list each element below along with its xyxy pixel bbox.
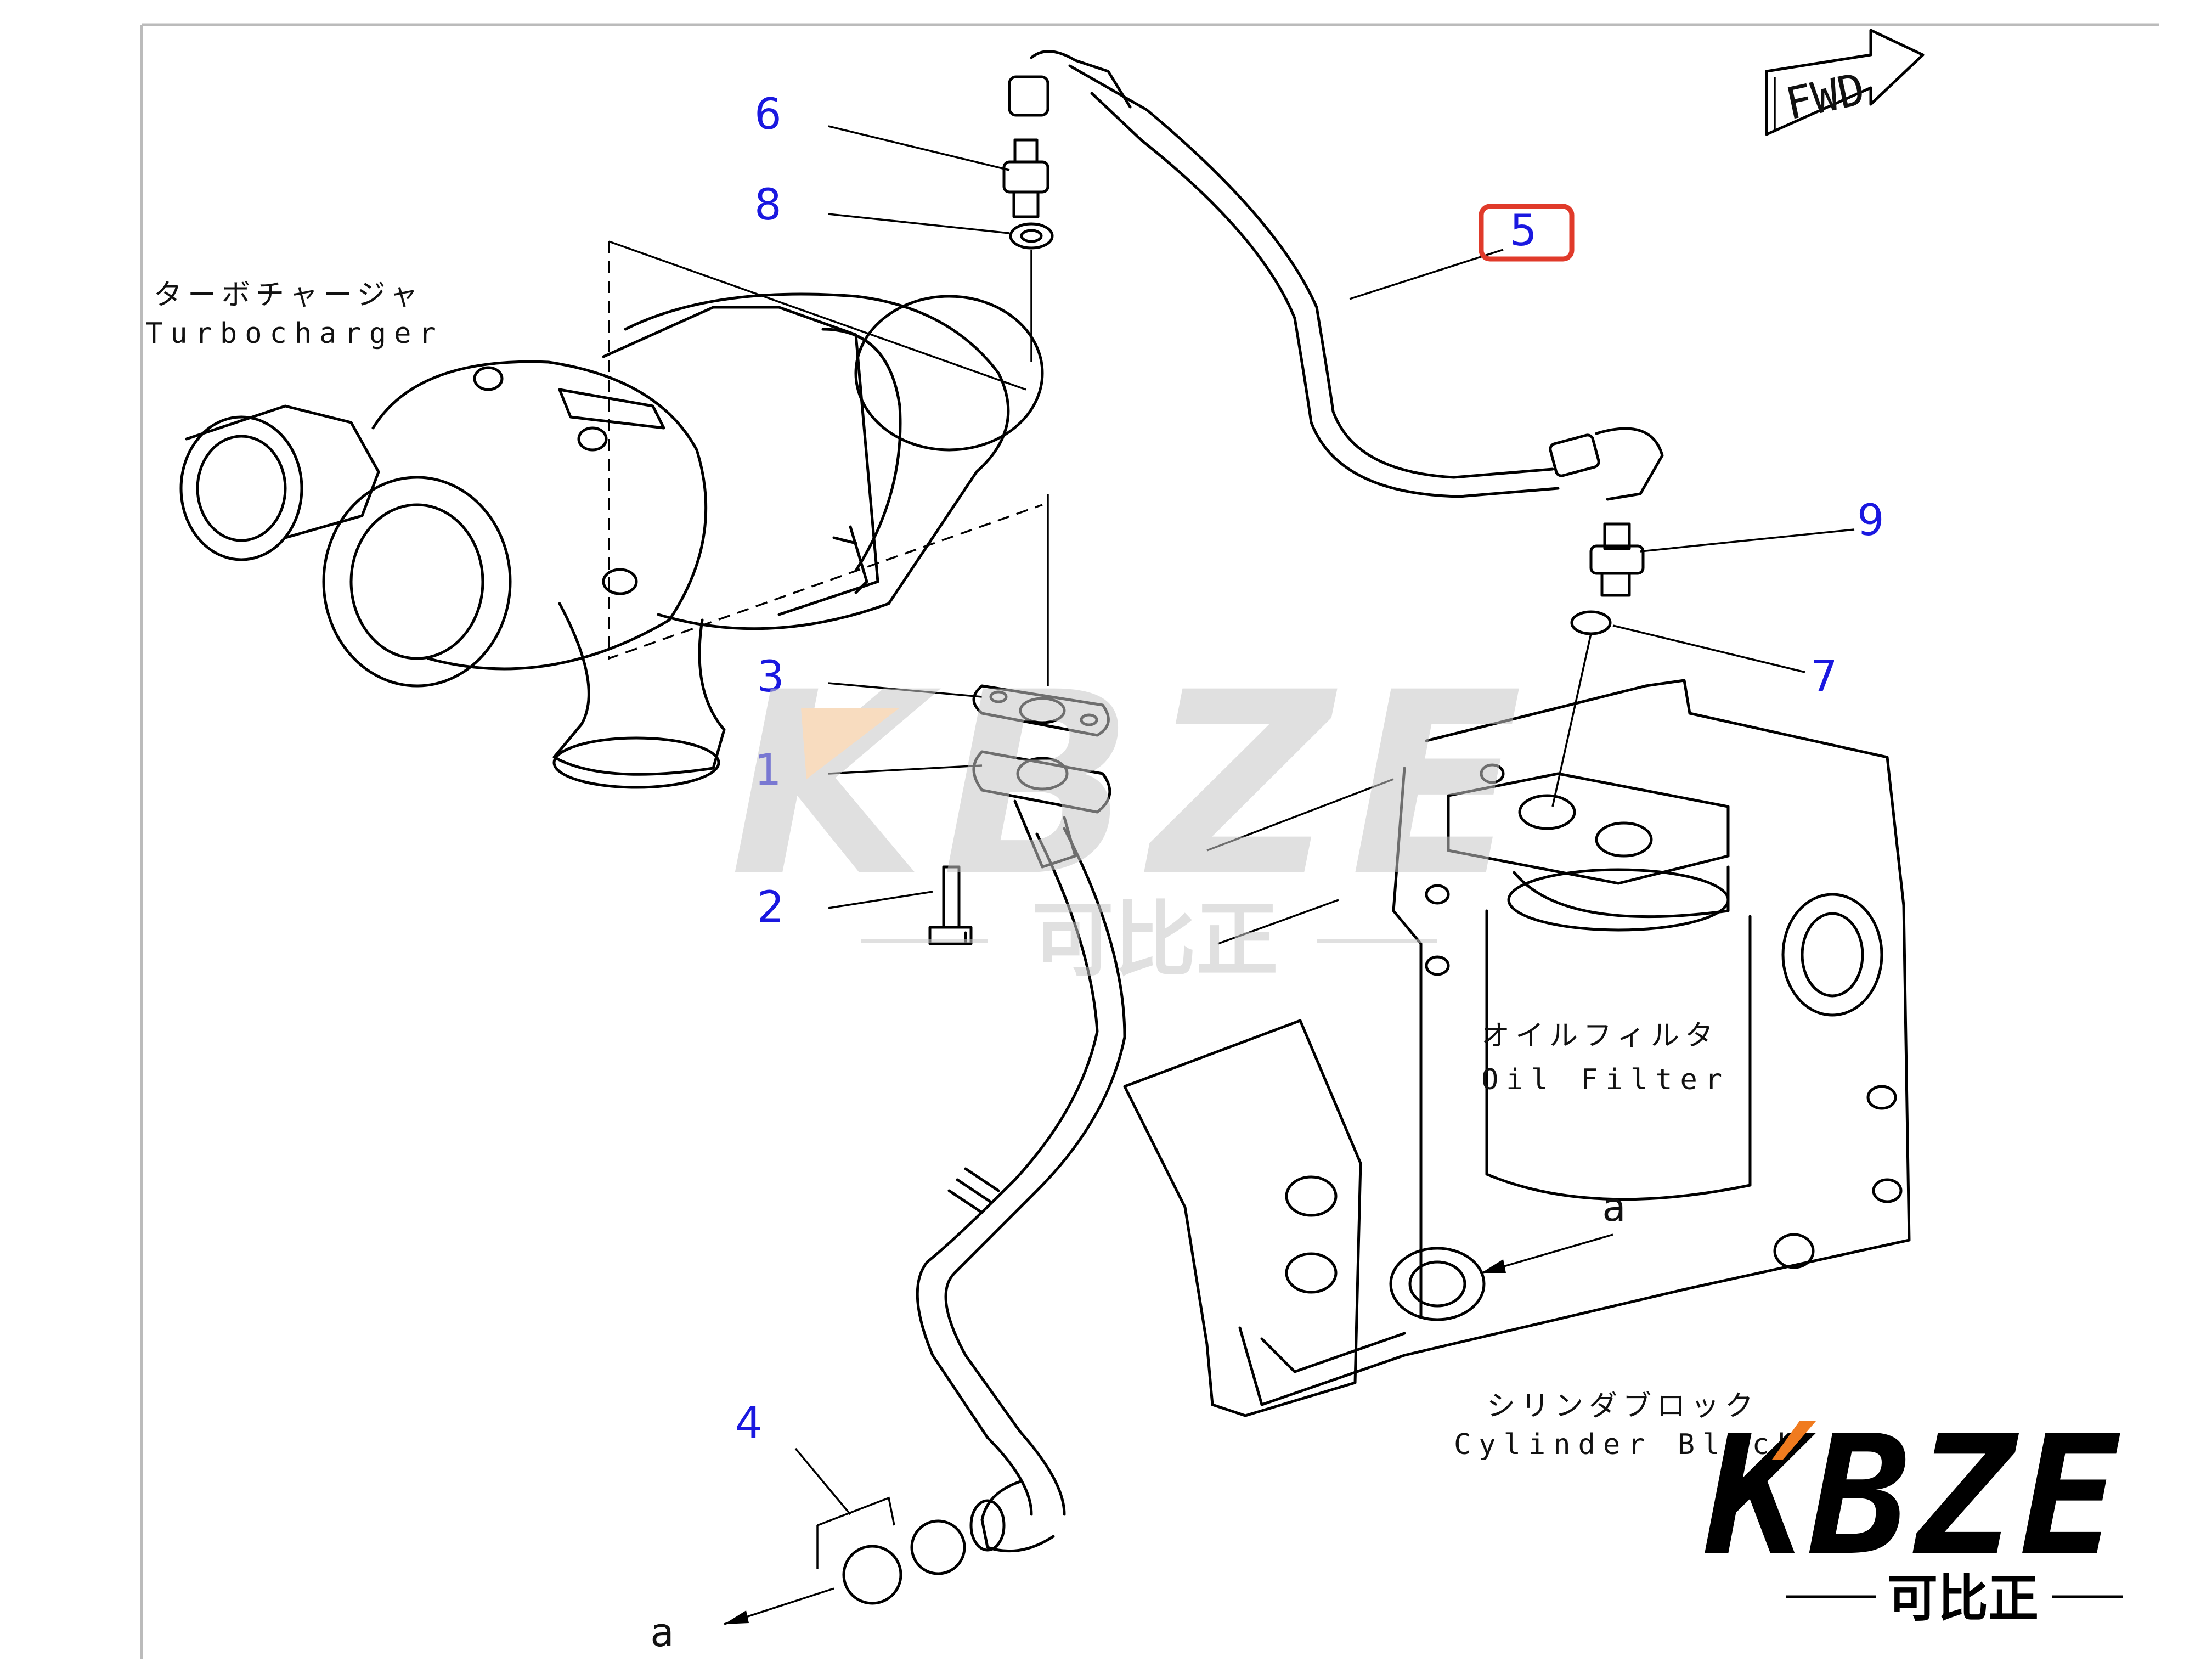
part-8-washer bbox=[1009, 222, 1054, 250]
watermark-chinese: 可比正 bbox=[1031, 893, 1278, 988]
callout-5-highlight-box bbox=[1479, 204, 1575, 262]
leader-1 bbox=[828, 764, 983, 775]
logo-chinese: 可比正 bbox=[1887, 1569, 2039, 1628]
center-watermark: KBZE 可比正 bbox=[730, 639, 1539, 988]
part-6-connector bbox=[1002, 138, 1049, 218]
watermark-brand: KBZE bbox=[730, 639, 1539, 932]
callout-2: 2 bbox=[757, 883, 785, 932]
reference-a-label-pipe: a bbox=[650, 1609, 674, 1655]
cylinder-block-drawing bbox=[1123, 679, 1911, 1417]
reference-a-pipe: a bbox=[650, 1587, 834, 1655]
part-2-bolt bbox=[928, 865, 973, 945]
part-3-gasket bbox=[972, 684, 1110, 737]
callout-8: 8 bbox=[754, 181, 782, 230]
callout-4: 4 bbox=[735, 1399, 763, 1448]
part-4-washers bbox=[816, 1496, 966, 1605]
kbze-logo: KBZE 可比正 bbox=[1703, 1400, 2124, 1628]
reference-a-label-block: a bbox=[1602, 1184, 1626, 1230]
cylinder-block-jp-label: シリンダブロック bbox=[1487, 1390, 1759, 1423]
callout-5: 5 bbox=[1510, 206, 1537, 256]
leader-3 bbox=[828, 682, 983, 698]
leader-9 bbox=[1640, 528, 1855, 553]
oil-filter-en-label: Oil Filter bbox=[1481, 1063, 1730, 1096]
turbocharger-drawing bbox=[179, 240, 1049, 789]
leader-4 bbox=[794, 1447, 851, 1515]
oil-filter-drawing bbox=[1447, 772, 1752, 1201]
callout-1: 1 bbox=[754, 746, 782, 795]
logo-accent bbox=[1772, 1421, 1816, 1460]
leader-2 bbox=[828, 891, 933, 909]
fwd-arrow: FWD bbox=[1765, 29, 1925, 136]
leader-7 bbox=[1612, 624, 1805, 673]
watermark-accent bbox=[801, 708, 900, 779]
turbocharger-en-label: Turbocharger bbox=[145, 317, 444, 350]
callout-7: 7 bbox=[1810, 652, 1838, 702]
part-1-oil-return-pipe bbox=[916, 750, 1126, 1553]
cylinder-block-en-label: Cylinder Block bbox=[1454, 1428, 1802, 1461]
turbocharger-jp-label: ターボチャージャ bbox=[154, 279, 424, 312]
leader-5 bbox=[1349, 249, 1504, 300]
part-5-oil-hose bbox=[1008, 50, 1664, 501]
oil-filter-jp-label: オイルフィルタ bbox=[1481, 1019, 1719, 1052]
fwd-label: FWD bbox=[1781, 64, 1870, 130]
callout-9: 9 bbox=[1857, 496, 1884, 545]
reference-a-block: a bbox=[1481, 1184, 1626, 1274]
callout-6: 6 bbox=[754, 90, 782, 139]
part-7-oring bbox=[1570, 610, 1612, 635]
leader-8 bbox=[828, 213, 1010, 234]
logo-brand: KBZE bbox=[1703, 1400, 2124, 1592]
part-9-nipple bbox=[1589, 522, 1645, 597]
leader-6 bbox=[828, 125, 1010, 171]
callout-3: 3 bbox=[757, 652, 785, 702]
